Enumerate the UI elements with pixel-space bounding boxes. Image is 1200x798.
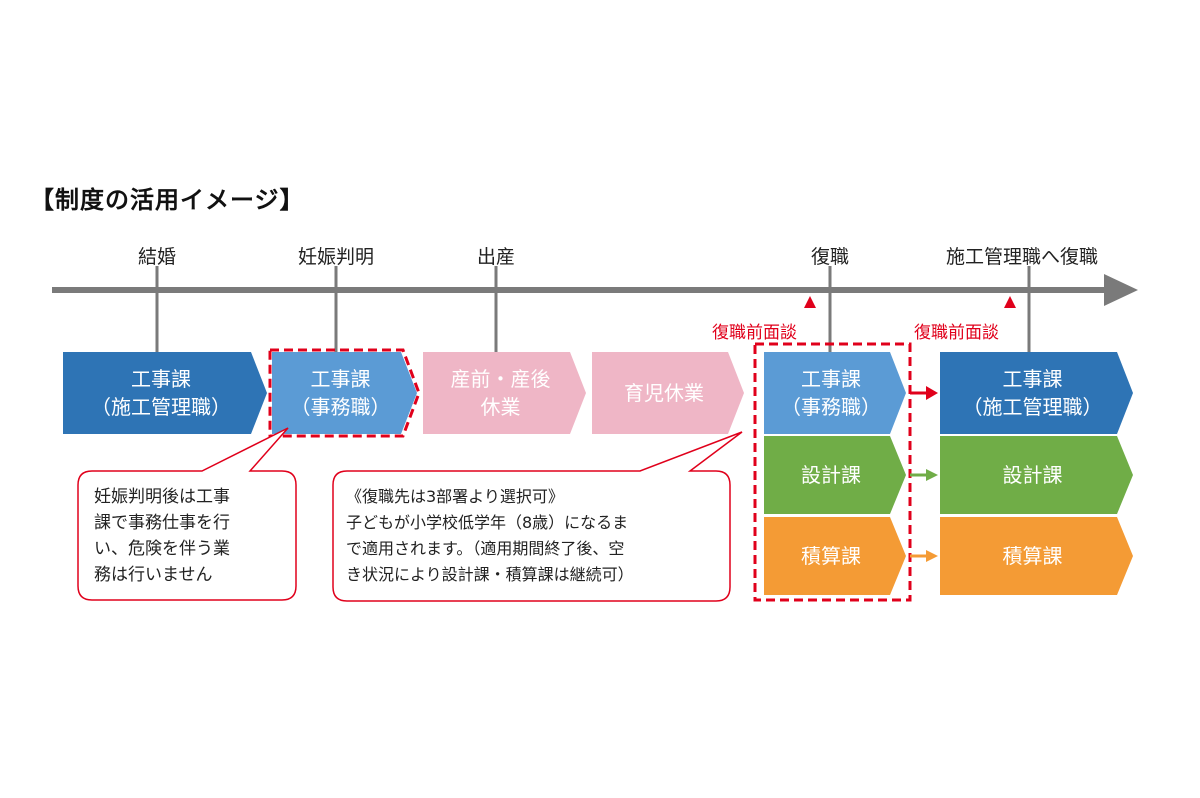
highlight-office-work xyxy=(268,348,421,438)
note-line: 課で事務仕事を行 xyxy=(94,513,230,533)
stage-label-childcare-leave: 育児休業 xyxy=(592,352,736,434)
stage-label-construction-mgmt-1: 工事課 （施工管理職） xyxy=(63,352,259,434)
stage-return-design xyxy=(764,436,906,514)
stage-construction-mgmt-1 xyxy=(63,352,267,434)
note-line: い、危険を伴う業 xyxy=(94,539,230,559)
page-title: 【制度の活用イメージ】 xyxy=(30,186,305,214)
stage-line1: 積算課 xyxy=(801,544,861,568)
stage-line2: （事務職） xyxy=(290,395,391,419)
interview-label-1: 復職前面談 xyxy=(712,323,797,343)
stage-office-work xyxy=(272,352,417,434)
connector-green-head xyxy=(926,469,938,481)
stage-label-return-estimation: 積算課 xyxy=(764,517,898,595)
stage-label-final-estimation: 積算課 xyxy=(940,517,1125,595)
stage-label-final-design: 設計課 xyxy=(940,436,1125,514)
stage-label-final-construction: 工事課 （施工管理職） xyxy=(940,352,1125,434)
note-line: 務は行いません xyxy=(94,565,213,585)
event-label-marriage: 結婚 xyxy=(137,246,177,268)
stage-final-construction xyxy=(940,352,1133,434)
stage-return-estimation xyxy=(764,517,906,595)
stage-maternity-leave xyxy=(423,352,586,434)
stage-line2: （事務職） xyxy=(781,395,881,419)
event-label-pregnancy: 妊娠判明 xyxy=(297,246,375,268)
connector-orange-head xyxy=(926,550,938,562)
event-label-final-return: 施工管理職へ復職 xyxy=(945,246,1099,268)
stage-final-design xyxy=(940,436,1133,514)
stage-label-return-design: 設計課 xyxy=(764,436,898,514)
stage-label-return-office: 工事課 （事務職） xyxy=(764,352,898,434)
interview-marker-2 xyxy=(1004,296,1016,308)
timeline-arrowhead xyxy=(1104,274,1138,306)
note-pregnancy: 妊娠判明後は工事 課で事務仕事を行 い、危険を伴う業 務は行いません xyxy=(94,484,290,588)
note-line: 妊娠判明後は工事 xyxy=(94,487,230,507)
stage-line2: （施工管理職） xyxy=(962,395,1103,419)
stage-line1: 工事課 xyxy=(310,367,371,391)
connector-red-head xyxy=(926,386,938,400)
stage-line1: 設計課 xyxy=(1002,463,1063,487)
stage-line1: 積算課 xyxy=(1002,544,1063,568)
stage-label-maternity-leave: 産前・産後 休業 xyxy=(423,352,578,434)
event-label-return: 復職 xyxy=(810,246,850,268)
stage-line1: 工事課 xyxy=(131,367,191,391)
stage-line2: （施工管理職） xyxy=(91,395,231,419)
stage-line1: 工事課 xyxy=(1002,367,1063,391)
event-label-birth: 出産 xyxy=(476,246,516,268)
stage-return-office xyxy=(764,352,906,434)
note-return: 《復職先は3部署より選択可》 子どもが小学校低学年（8歳）になるま で適用されま… xyxy=(346,484,726,588)
stage-line1: 育児休業 xyxy=(624,381,704,405)
callout-return xyxy=(332,431,743,602)
highlight-return-options xyxy=(753,342,912,602)
stage-line1: 設計課 xyxy=(801,463,861,487)
stage-childcare-leave xyxy=(592,352,744,434)
stage-line2: 休業 xyxy=(480,395,521,419)
stage-final-estimation xyxy=(940,517,1133,595)
note-line: き状況により設計課・積算課は継続可） xyxy=(346,565,634,584)
interview-marker-1 xyxy=(804,296,816,308)
note-line: 《復職先は3部署より選択可》 xyxy=(346,487,564,506)
stage-label-office-work: 工事課 （事務職） xyxy=(272,352,409,434)
stage-line1: 産前・産後 xyxy=(450,367,551,391)
callout-pregnancy xyxy=(77,427,297,601)
interview-label-2: 復職前面談 xyxy=(914,323,999,343)
note-line: 子どもが小学校低学年（8歳）になるま xyxy=(346,513,629,532)
note-line: で適用されます。（適用期間終了後、空 xyxy=(346,539,625,558)
stage-line1: 工事課 xyxy=(801,367,861,391)
